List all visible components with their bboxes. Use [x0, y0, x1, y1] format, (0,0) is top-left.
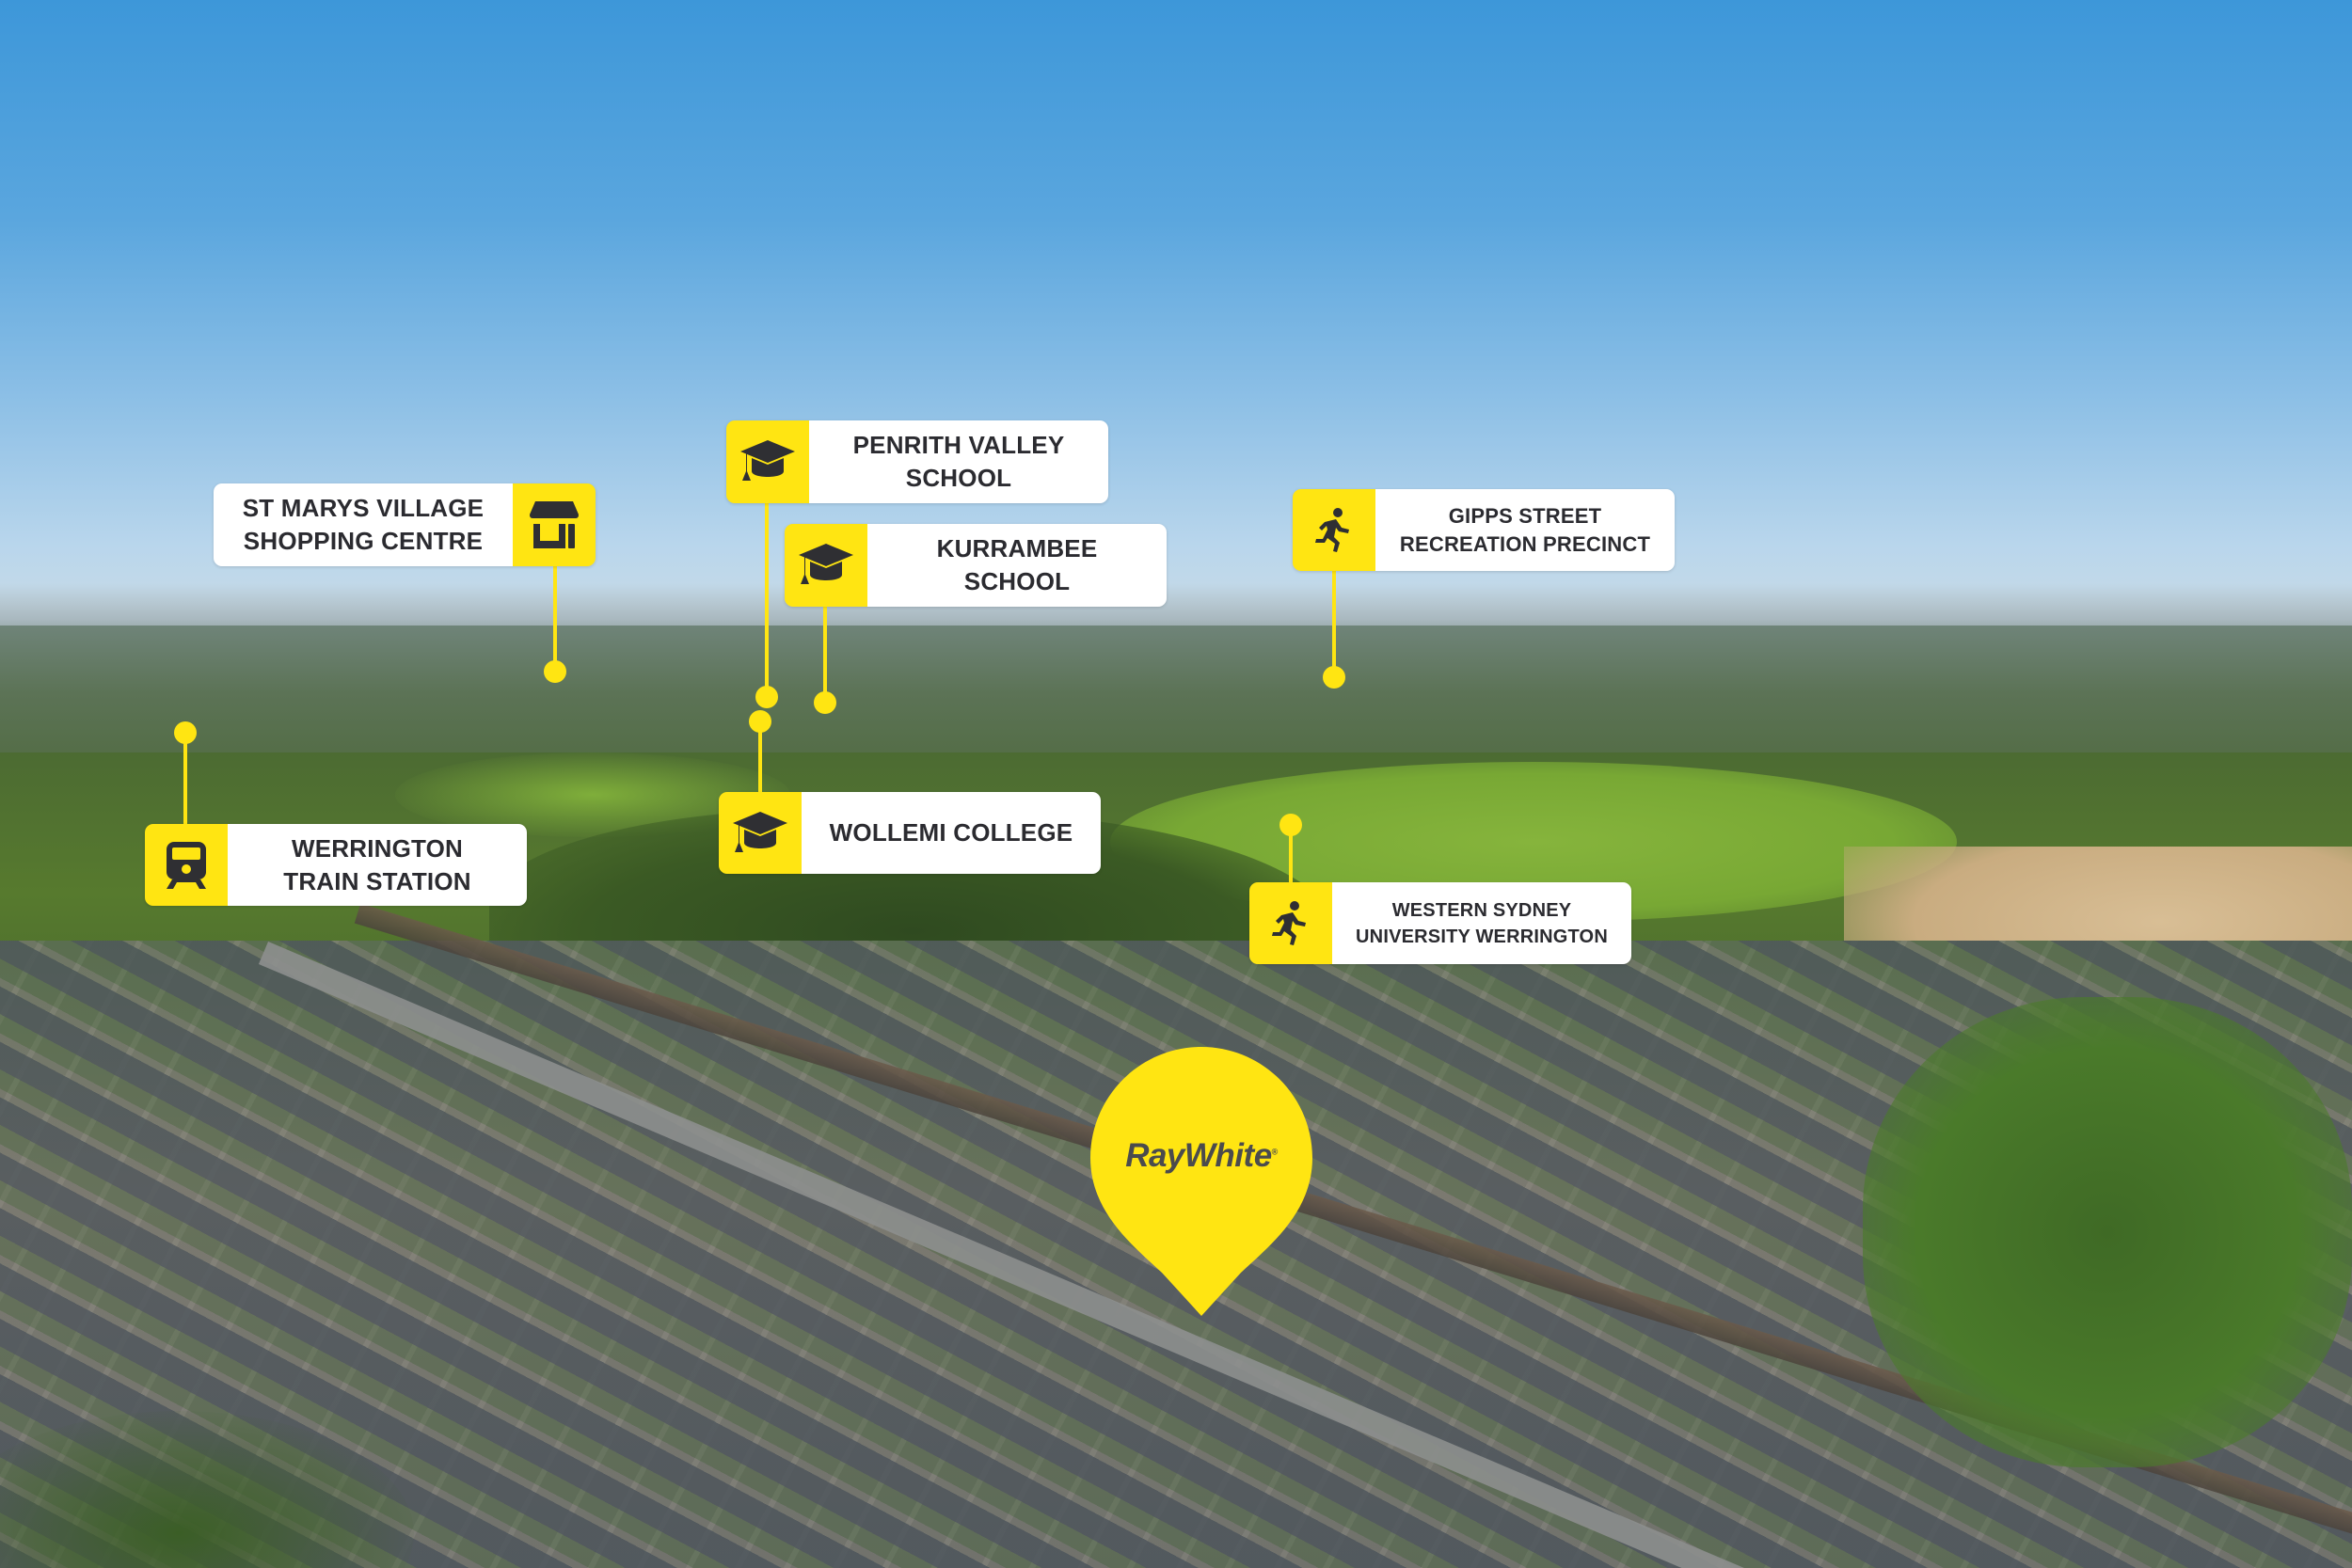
- callout-stem: [1332, 571, 1336, 677]
- property-location-pin[interactable]: RayWhite®: [1090, 1047, 1312, 1320]
- label-line: SHOPPING CENTRE: [243, 527, 484, 555]
- label-line: TRAIN STATION: [283, 866, 471, 895]
- callout-label: GIPPS STREET RECREATION PRECINCT: [1375, 489, 1675, 571]
- label-line: SCHOOL: [905, 464, 1012, 492]
- running-person-icon: [1293, 489, 1375, 571]
- location-dot-wsu[interactable]: [1279, 814, 1302, 836]
- location-dot-werrington-station[interactable]: [174, 721, 197, 744]
- callout-label: WOLLEMI COLLEGE: [802, 792, 1101, 874]
- callout-label: WERRINGTON TRAIN STATION: [228, 824, 527, 906]
- map-pin-icon: [1090, 1047, 1312, 1316]
- label-line: GIPPS STREET: [1448, 503, 1602, 528]
- label-line: PENRITH VALLEY: [852, 431, 1065, 459]
- ray-white-logo: RayWhite®: [1090, 1137, 1312, 1175]
- label-line: ST MARYS VILLAGE: [242, 494, 485, 522]
- callout-label: ST MARYS VILLAGE SHOPPING CENTRE: [214, 483, 513, 566]
- callout-stem: [758, 721, 762, 792]
- label-line: RECREATION PRECINCT: [1399, 531, 1651, 556]
- callout-stem: [183, 733, 187, 824]
- callout-gipps-street-recreation-precinct[interactable]: GIPPS STREET RECREATION PRECINCT: [1293, 489, 1675, 571]
- location-dot-penrith-valley[interactable]: [755, 686, 778, 708]
- callout-label: WESTERN SYDNEY UNIVERSITY WERRINGTON: [1332, 882, 1631, 964]
- brand-wordmark: RayWhite: [1125, 1137, 1272, 1174]
- location-dot-kurrambee[interactable]: [814, 691, 836, 714]
- graduation-cap-icon: [726, 420, 809, 503]
- label-line: KURRAMBEE: [936, 534, 1098, 562]
- shop-icon: [513, 483, 596, 566]
- callout-kurrambee-school[interactable]: KURRAMBEE SCHOOL: [785, 524, 1167, 607]
- label-line: WESTERN SYDNEY: [1391, 899, 1572, 921]
- train-icon: [145, 824, 228, 906]
- callout-werrington-train-station[interactable]: WERRINGTON TRAIN STATION: [145, 824, 527, 906]
- location-dot-gipps-street[interactable]: [1323, 666, 1345, 689]
- graduation-cap-icon: [785, 524, 867, 607]
- location-dot-st-marys[interactable]: [544, 660, 566, 683]
- callout-penrith-valley-school[interactable]: PENRITH VALLEY SCHOOL: [726, 420, 1108, 503]
- running-person-icon: [1249, 882, 1332, 964]
- location-dot-wollemi[interactable]: [749, 710, 771, 733]
- callout-stem: [553, 566, 557, 672]
- callout-label: KURRAMBEE SCHOOL: [867, 524, 1167, 607]
- label-line: UNIVERSITY WERRINGTON: [1356, 926, 1608, 947]
- callout-wollemi-college[interactable]: WOLLEMI COLLEGE: [719, 792, 1101, 874]
- tree-reserve: [1863, 997, 2352, 1467]
- callout-stem: [765, 503, 769, 697]
- callout-stem: [823, 607, 827, 703]
- label-line: SCHOOL: [963, 567, 1071, 595]
- callout-label: PENRITH VALLEY SCHOOL: [809, 420, 1108, 503]
- registered-mark: ®: [1271, 1147, 1279, 1157]
- label-line: WERRINGTON: [291, 833, 464, 863]
- callout-stem: [1289, 825, 1293, 882]
- label-line: WOLLEMI COLLEGE: [829, 818, 1073, 847]
- callout-st-marys-village[interactable]: ST MARYS VILLAGE SHOPPING CENTRE: [214, 483, 596, 566]
- callout-western-sydney-university-werrington[interactable]: WESTERN SYDNEY UNIVERSITY WERRINGTON: [1249, 882, 1631, 964]
- graduation-cap-icon: [719, 792, 802, 874]
